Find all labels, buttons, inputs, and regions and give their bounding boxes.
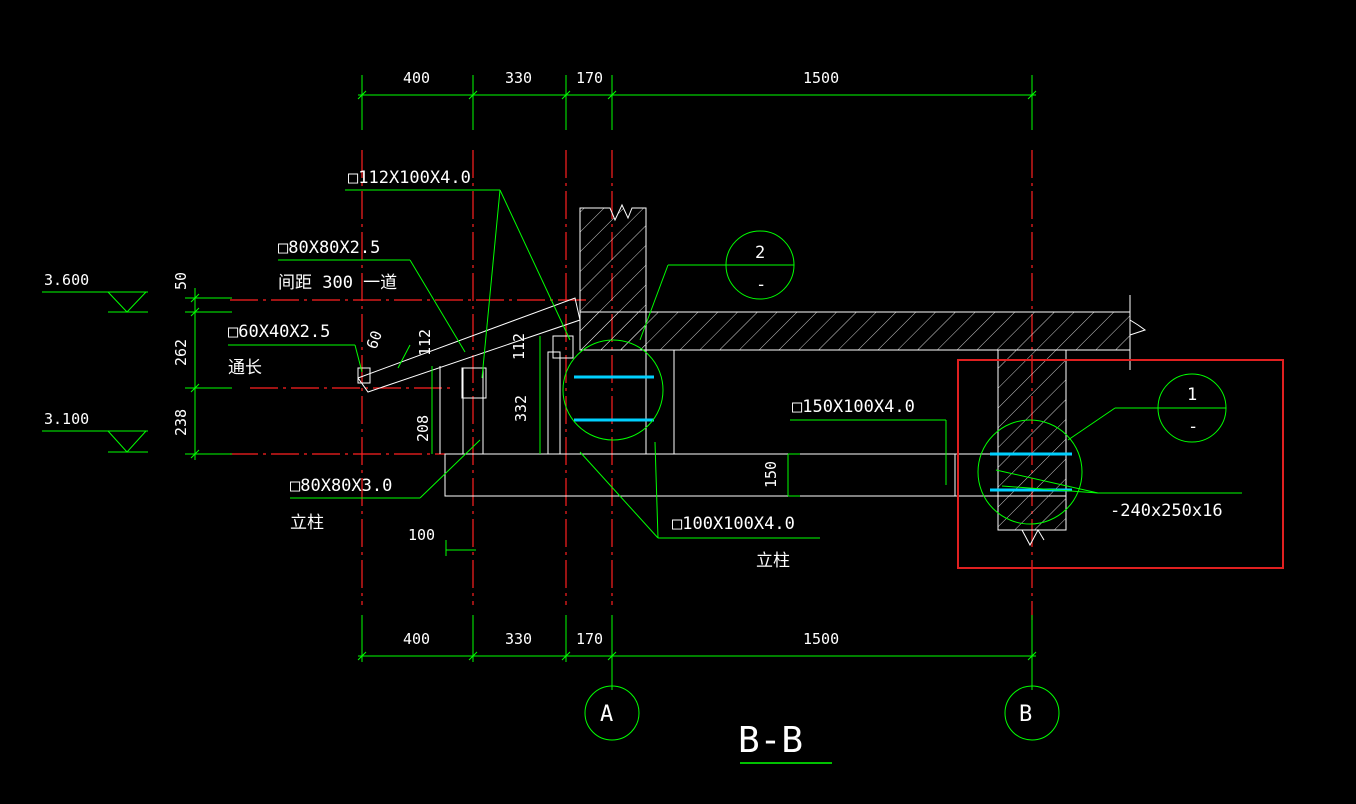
label-post-mid: □100X100X4.0 [672,514,795,534]
dim-top-3: 170 [576,69,603,87]
label-plate: -240x250x16 [1110,501,1223,521]
section-title: B-B [738,720,803,761]
anchor-bolts [574,375,1072,492]
label-post-mid-note: 立柱 [756,551,790,571]
label-beam-main: □150X100X4.0 [792,397,915,417]
inner-dim-100: 100 [408,526,435,544]
elevation-markers [42,291,148,453]
dimension-chain-top [357,75,1037,130]
detail-callout-2 [639,230,795,341]
detail-callout-1-num: 1 [1187,385,1197,405]
detail-callout-2-sheet: - [756,275,766,295]
concrete-structure [579,203,1147,547]
vertical-dimension-left [185,288,232,460]
detail-callout-1 [1067,373,1227,443]
inner-dim-112-b: 112 [510,333,528,360]
axis-label-a: A [600,702,613,727]
label-post-left-note: 立柱 [290,513,324,533]
highlight-box [957,359,1284,569]
beam-main [444,453,956,497]
dim-bottom-4: 1500 [803,630,839,648]
vdim-238: 238 [172,409,190,436]
elevation-3100: 3.100 [44,410,89,428]
steel-members [357,297,1066,497]
leader-lines [228,189,1242,556]
inner-dim-208: 208 [414,415,432,442]
label-rafter-note: 间距 300 一道 [278,273,397,293]
dimension-chain-bottom [357,615,1037,690]
inner-dim-112-a: 112 [416,329,434,356]
elevation-3600: 3.600 [44,271,89,289]
inner-dim-60: 60 [363,328,386,351]
axis-label-b: B [1019,702,1032,727]
vdim-50: 50 [172,272,190,290]
inner-dim-332: 332 [512,395,530,422]
detail-circles [562,339,1083,525]
vdim-262: 262 [172,339,190,366]
axis-bubbles [584,685,1060,741]
dim-bottom-3: 170 [576,630,603,648]
detail-callout-1-sheet: - [1188,417,1198,437]
inner-dim-150: 150 [762,461,780,488]
dim-top-2: 330 [505,69,532,87]
label-edge-beam: □60X40X2.5 [228,322,330,342]
label-rafter: □80X80X2.5 [278,238,380,258]
detail-callout-2-num: 2 [755,243,765,263]
dim-bottom-1: 400 [403,630,430,648]
label-edge-beam-note: 通长 [228,358,262,378]
label-post-left: □80X80X3.0 [290,476,392,496]
label-purlin-top: □112X100X4.0 [348,168,471,188]
dim-top-1: 400 [403,69,430,87]
dim-top-4: 1500 [803,69,839,87]
dim-bottom-2: 330 [505,630,532,648]
